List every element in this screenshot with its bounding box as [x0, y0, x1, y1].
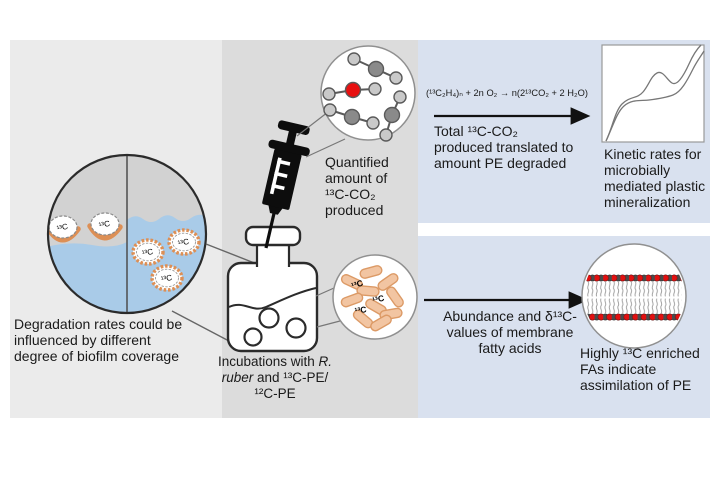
incubation-flask-icon [226, 225, 319, 353]
pe-particle-full-biofilm [167, 228, 201, 256]
isotope-label: ¹³C [354, 304, 367, 316]
kinetic-plot [601, 44, 705, 143]
pointer-line [316, 320, 341, 328]
total-co2-caption: Total ¹³C-CO₂ produced translated to amo… [434, 123, 574, 171]
biofilm-coverage-inset: ¹³C ¹³C ¹³C ¹³C ¹³C [46, 153, 208, 315]
abundance-caption: Abundance and δ¹³C- values of membrane f… [443, 308, 577, 356]
inset-circle-outline [46, 153, 208, 315]
isotope-label: ¹³C [371, 293, 385, 306]
isotope-label: ¹³C [56, 222, 69, 233]
water-left-half [48, 242, 127, 313]
pe-particle-partial-biofilm [87, 212, 123, 241]
c13-enriched-heads [586, 273, 682, 322]
pe-particle-full-biofilm [150, 264, 184, 292]
incubation-caption-post: and ¹³C-PE/ ¹²C-PE [253, 370, 329, 401]
isotope-label: ¹³C [350, 278, 364, 291]
bubble [258, 307, 280, 329]
pointer-line [171, 310, 230, 342]
isotope-label: ¹³C [98, 219, 111, 230]
syringe-icon [262, 120, 310, 249]
flask-neck [255, 241, 291, 267]
isotope-label: ¹³C [160, 273, 173, 284]
lipid-bilayer [586, 273, 682, 322]
isotope-label: ¹³C [141, 247, 154, 258]
quantified-co2-caption: Quantified amount of ¹³C-CO₂ produced [325, 154, 389, 218]
pe-particle-partial-biofilm [48, 215, 81, 243]
pointer-line [205, 243, 258, 265]
liquid-surface-line [228, 287, 317, 310]
isotope-label: ¹³C [177, 237, 190, 248]
kinetic-rates-caption: Kinetic rates for microbially mediated p… [604, 146, 706, 210]
pointer-line [305, 138, 346, 158]
bacteria-inset: ¹³C ¹³C ¹³C [332, 254, 418, 340]
flask-lip [244, 225, 302, 247]
molecule-atoms [322, 52, 407, 142]
pointer-line [315, 287, 335, 297]
carbon13-atom [344, 81, 362, 99]
pe-particle-full-biofilm [131, 238, 165, 266]
incubation-caption-pre: Incubations with [217, 354, 319, 369]
incubation-caption: Incubations with R. ruber and ¹³C-PE/ ¹²… [216, 354, 334, 402]
mineralization-equation: (¹³C₂H₄)ₙ + 2n O₂ → n(2¹³CO₂ + 2 H₂O) [426, 88, 588, 98]
bubble [243, 327, 263, 347]
bubble [285, 317, 307, 339]
pointer-line [296, 111, 329, 137]
fatty-acids-caption: Highly ¹³C enriched FAs indicate assimil… [580, 345, 700, 393]
degradation-caption: Degradation rates could be influenced by… [14, 316, 183, 364]
co2-molecule-inset [320, 45, 416, 142]
kinetic-curve-upper [605, 44, 702, 142]
kinetic-curve-lower [605, 50, 705, 142]
incubation-species: R. ruber [221, 354, 333, 385]
membrane-inset [581, 243, 687, 349]
